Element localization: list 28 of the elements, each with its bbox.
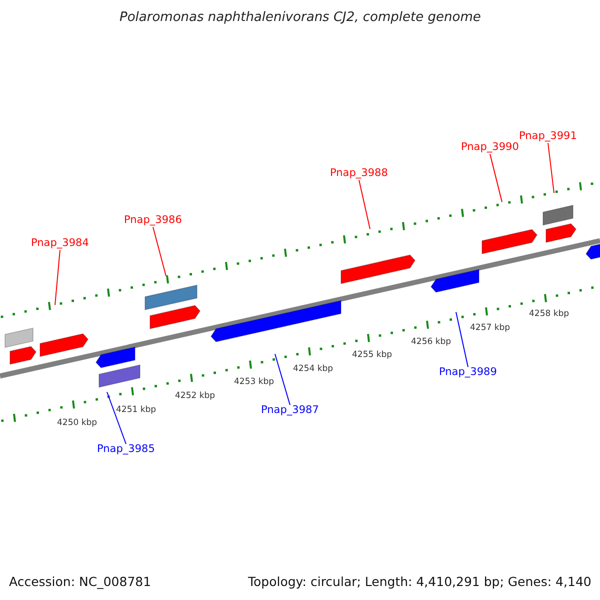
leader-line <box>358 180 370 230</box>
title: Polaromonas naphthalenivorans CJ2, complete genome <box>120 11 481 26</box>
gene-label: Pnap_3990 <box>461 142 519 154</box>
gene-label: Pnap_3987 <box>261 405 319 417</box>
leader-line <box>54 250 60 306</box>
scale-label: 4254 kbp <box>293 364 334 374</box>
scale-label: 4257 kbp <box>470 324 510 334</box>
scale-label: 4251 kbp <box>116 406 156 415</box>
leader-line <box>548 142 554 194</box>
scale-label: 4255 kbp <box>352 351 392 360</box>
gene-label: Pnap_3991 <box>519 131 577 143</box>
footer-text: Accession: NC_008781 <box>9 575 152 589</box>
gene-label: Pnap_3985 <box>97 444 155 456</box>
leader-line <box>152 226 166 276</box>
leader-line <box>274 354 290 406</box>
footer-text: Topology: circular; Length: 4,410,291 bp; Genes: 4,140 <box>248 575 592 589</box>
gene-label: Pnap_3986 <box>124 215 182 227</box>
leader-line <box>490 154 502 202</box>
gene-label: Pnap_3988 <box>330 168 388 180</box>
scale-label: 4250 kbp <box>57 419 98 428</box>
scale-label: 4252 kbp <box>175 392 216 402</box>
scale-label: 4253 kbp <box>234 378 274 388</box>
leader-line <box>106 392 126 444</box>
scale-label: 4256 kbp <box>411 338 452 347</box>
gene-label: Pnap_3989 <box>439 367 497 379</box>
gene-label: Pnap_3984 <box>31 238 89 250</box>
leader-line <box>456 312 468 368</box>
scale-label: 4258 kbp <box>529 310 570 320</box>
